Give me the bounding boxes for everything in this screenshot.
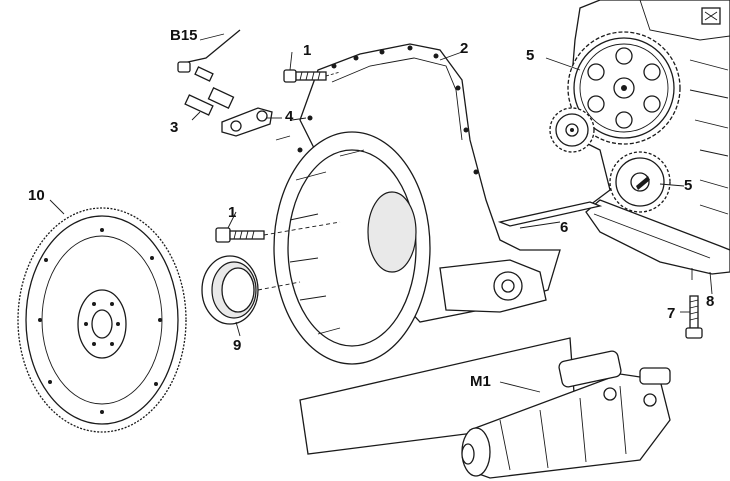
callout-9: 9 <box>233 337 241 354</box>
flywheel <box>17 207 187 433</box>
callout-m1: M1 <box>470 373 491 390</box>
starter-flange <box>439 259 547 313</box>
callout-7: 7 <box>667 305 675 322</box>
callout-10: 10 <box>28 187 45 204</box>
callout-8: 8 <box>706 293 714 310</box>
crankshaft-gear <box>609 151 671 213</box>
crankshaft-seal <box>201 255 301 325</box>
callout-6: 6 <box>560 219 568 236</box>
callout-1-top: 1 <box>303 42 311 59</box>
callout-1-middle: 1 <box>228 204 236 221</box>
sensor-lead <box>177 29 241 82</box>
callout-2: 2 <box>460 40 468 57</box>
idler-gear-small <box>549 107 595 153</box>
callout-labels: B15 1 2 5 3 4 10 1 6 5 7 8 9 M1 <box>28 27 714 390</box>
speed-sensor <box>184 87 235 116</box>
oil-pan-bolt <box>685 295 703 339</box>
timing-gear-large <box>567 31 681 145</box>
sensor-bracket <box>221 107 273 137</box>
bolt-top <box>283 69 341 83</box>
leader-lines <box>49 33 713 393</box>
callout-5-lower: 5 <box>684 177 692 194</box>
bolt-middle <box>215 221 341 243</box>
starter-motor <box>461 350 671 479</box>
gasket <box>497 201 603 227</box>
callout-3: 3 <box>170 119 178 136</box>
callout-4: 4 <box>285 108 294 125</box>
callout-5-top: 5 <box>526 47 534 64</box>
flywheel-housing <box>273 43 561 365</box>
oil-pan <box>585 199 730 280</box>
callout-b15: B15 <box>170 27 198 44</box>
